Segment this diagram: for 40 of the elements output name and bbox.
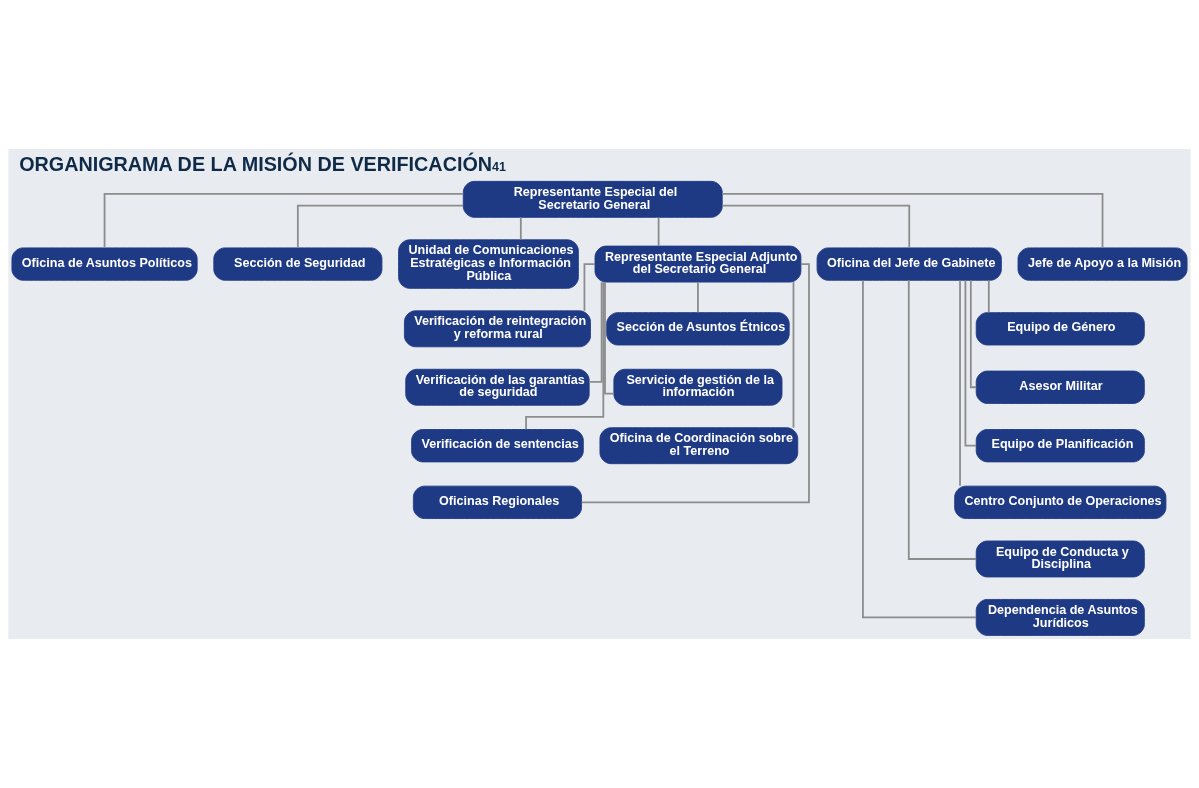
- connector: [721, 204, 911, 249]
- node-box: Equipo de Planificación: [975, 429, 1145, 463]
- connector: [969, 279, 978, 389]
- node-box: Verificación de sentencias: [411, 429, 584, 463]
- connector: [964, 279, 977, 447]
- node-box: Oficina del Jefe de Gabinete: [816, 247, 1002, 281]
- node-box: Asesor Militar: [975, 370, 1145, 404]
- connector: [580, 263, 810, 504]
- connector: [959, 279, 961, 487]
- node-box: Sección de Asuntos Étnicos: [606, 312, 790, 346]
- connector: [296, 204, 464, 249]
- connector: [657, 216, 660, 247]
- diagram-title: ORGANIGRAMA DE LA MISIÓN DE VERIFICACIÓN41: [19, 153, 507, 176]
- node-box: Centro Conjunto de Operaciones: [954, 485, 1167, 519]
- connector: [588, 281, 603, 383]
- node-box: Unidad de Comunicaciones Estratégicas e Información Pública: [398, 239, 579, 289]
- connector: [519, 216, 522, 241]
- node-box: Jefe de Apoyo a la Misión: [1017, 247, 1188, 281]
- connector: [697, 281, 699, 314]
- node-box: Verificación de las garantías de seguridad: [405, 368, 590, 406]
- connector: [907, 279, 977, 560]
- node-box: Verificación de reintegración y reforma rural: [403, 310, 591, 348]
- connector: [721, 193, 1104, 249]
- connector: [604, 281, 615, 395]
- connector: [583, 263, 596, 312]
- node-box: Oficina de Asuntos Políticos: [11, 247, 198, 281]
- connector: [103, 193, 465, 249]
- node-box: Representante Especial Adjunto del Secretario General: [594, 245, 802, 283]
- connector: [792, 281, 795, 429]
- connector: [525, 281, 605, 431]
- node-box: Equipo de Conducta y Disciplina: [975, 540, 1145, 578]
- node-box: Sección de Seguridad: [213, 247, 383, 281]
- connector: [987, 279, 990, 314]
- node-box: Servicio de gestión de la información: [613, 368, 783, 406]
- connector: [862, 279, 977, 619]
- node-box: Equipo de Género: [975, 312, 1145, 346]
- node-box: Oficinas Regionales: [412, 485, 582, 519]
- node-box: Oficina de Coordinación sobre el Terreno: [599, 427, 799, 465]
- node-box: Dependencia de Asuntos Jurídicos: [975, 599, 1145, 636]
- node-box: Representante Especial del Secretario General: [462, 180, 723, 218]
